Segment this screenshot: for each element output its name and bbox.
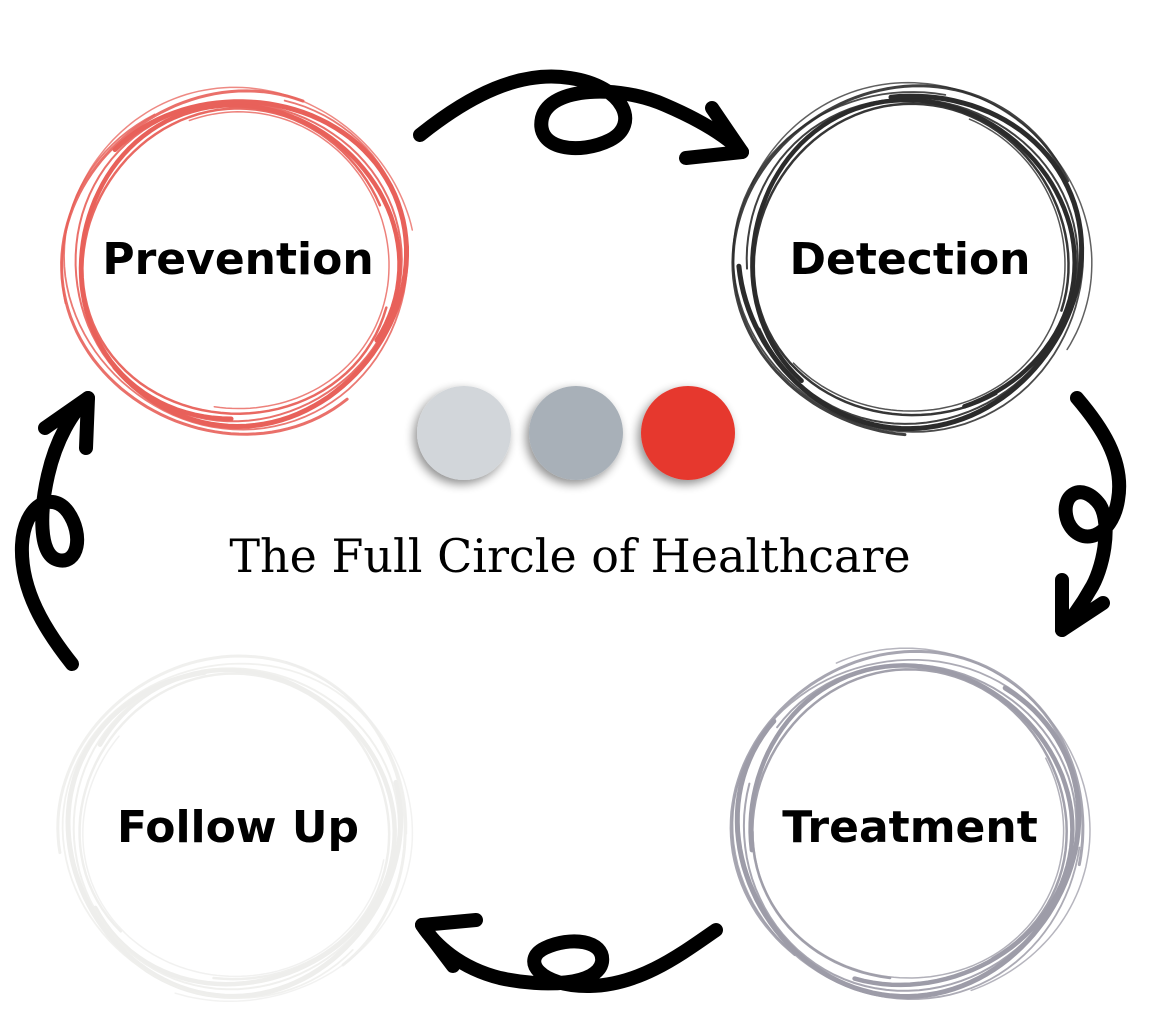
scribble-stroke — [78, 103, 402, 422]
diagram-title: The Full Circle of Healthcare — [229, 529, 910, 583]
scribble-stroke — [65, 669, 404, 999]
red-dot — [641, 386, 735, 480]
light-gray-dot — [417, 386, 511, 480]
scribble-stroke — [61, 86, 414, 304]
circle-detection — [731, 81, 1093, 437]
gray-dot — [529, 386, 623, 480]
scribble-stroke — [748, 663, 1075, 988]
scribble-stroke — [835, 647, 1091, 992]
scribble-stroke — [750, 81, 1093, 351]
label-follow-up: Follow Up — [117, 802, 359, 853]
scribble-stroke — [752, 102, 1070, 417]
scribble-stroke — [93, 667, 397, 987]
scribble-stroke — [792, 118, 1066, 412]
circle-follow-up — [56, 654, 414, 1003]
scribble-stroke — [731, 659, 1081, 1001]
scribble-stroke — [82, 735, 385, 978]
label-treatment: Treatment — [782, 802, 1038, 853]
scribble-stroke — [752, 757, 1065, 979]
scribble-stroke — [750, 97, 1077, 409]
scribble-stroke — [74, 102, 403, 423]
scribble-stroke — [174, 661, 414, 1003]
arrow-prevention-to-detection — [413, 69, 749, 165]
arrow-detection-to-treatment — [1055, 391, 1127, 637]
label-prevention: Prevention — [102, 234, 373, 285]
scribble-stroke — [112, 99, 409, 430]
scribble-stroke — [188, 111, 390, 410]
circle-prevention — [60, 86, 414, 436]
arrow-treatment-to-follow-up — [415, 913, 723, 994]
arrow-follow-up-to-prevention — [14, 391, 95, 671]
scribble-stroke — [745, 97, 1079, 425]
circle-treatment — [729, 647, 1091, 1001]
scribble-stroke — [61, 662, 408, 999]
scribble-stroke — [734, 685, 1082, 1000]
label-detection: Detection — [790, 234, 1031, 285]
scribble-stroke — [729, 649, 1085, 956]
scribble-stroke — [736, 93, 1085, 432]
scribble-stroke — [72, 667, 400, 991]
